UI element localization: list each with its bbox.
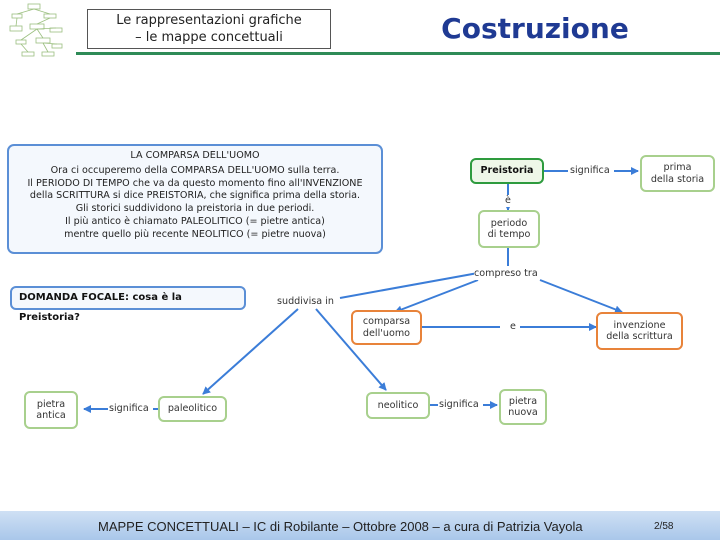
concept-map-thumbnail xyxy=(9,3,63,57)
link-e: è xyxy=(504,195,512,207)
node-periodo-di-tempo[interactable]: periodo di tempo xyxy=(478,210,540,248)
arrow-compreso-comparsa xyxy=(394,279,479,314)
node-pietra-nuova[interactable]: pietra nuova xyxy=(499,389,547,425)
node-preistoria[interactable]: Preistoria xyxy=(470,158,544,184)
arrow-compreso-invenzione xyxy=(539,279,623,314)
node-label: nuova xyxy=(508,407,538,418)
text-line: Il PERIODO DI TEMPO che va da questo mom… xyxy=(27,177,363,189)
node-label: invenzione xyxy=(613,319,666,331)
link-significa: significa xyxy=(109,403,149,415)
source-text-box: LA COMPARSA DELL'UOMO Ora ci occuperemo … xyxy=(7,144,383,254)
link-compreso-tra: compreso tra xyxy=(474,268,538,280)
node-label: periodo xyxy=(490,217,528,229)
subtitle-line-2: – le mappe concettuali xyxy=(135,30,283,45)
header-divider xyxy=(76,52,720,55)
node-invenzione-scrittura[interactable]: invenzione della scrittura xyxy=(596,312,683,350)
focal-question-box: DOMANDA FOCALE: cosa è la Preistoria? xyxy=(10,286,246,323)
node-label: pietra xyxy=(508,395,538,407)
arrow-suddivisa-paleolitico xyxy=(202,308,299,395)
page-number: 2/58 xyxy=(654,521,674,532)
text-line: Gli storici suddividono la preistoria in… xyxy=(75,203,315,215)
footer-text: MAPPE CONCETTUALI – IC di Robilante – Ot… xyxy=(98,519,583,534)
text-line: mentre quello più recente NEOLITICO (= p… xyxy=(64,228,326,240)
node-label: prima xyxy=(663,162,692,173)
text-line: della SCRITTURA si dice PREISTORIA, che … xyxy=(29,190,361,202)
focal-question: cosa è la Preistoria? xyxy=(19,292,182,323)
page-title: Costruzione xyxy=(441,12,629,45)
footer-bar xyxy=(0,511,720,540)
text-heading: LA COMPARSA DELL'UOMO xyxy=(130,150,260,161)
focal-label: DOMANDA FOCALE: xyxy=(19,292,129,303)
node-label: della storia xyxy=(650,173,705,185)
node-prima-della-storia[interactable]: prima della storia xyxy=(640,155,715,192)
node-paleolitico[interactable]: paleolitico xyxy=(158,396,227,422)
node-preistoria-label: Preistoria xyxy=(480,165,534,177)
text-line: Il più antico è chiamato PALEOLITICO (= … xyxy=(65,215,325,227)
link-e: e xyxy=(508,321,518,333)
arrow-suddivisa-neolitico xyxy=(315,308,387,391)
connector-compreso-suddivisa xyxy=(339,272,479,299)
text-line: Ora ci occuperemo della COMPARSA DELL'UO… xyxy=(50,164,340,176)
node-comparsa-uomo[interactable]: comparsa dell'uomo xyxy=(351,310,422,345)
link-significa: significa xyxy=(439,399,479,411)
node-label: neolitico xyxy=(377,399,419,411)
subtitle-box: Le rappresentazioni grafiche – le mappe … xyxy=(87,9,331,49)
node-pietra-antica[interactable]: pietra antica xyxy=(24,391,78,429)
subtitle-line-1: Le rappresentazioni grafiche xyxy=(116,13,302,28)
link-significa: significa xyxy=(570,165,610,177)
node-neolitico[interactable]: neolitico xyxy=(366,392,430,419)
link-suddivisa-in: suddivisa in xyxy=(277,296,334,308)
node-label: paleolitico xyxy=(167,403,218,415)
node-label: della scrittura xyxy=(606,331,673,342)
node-label: pietra xyxy=(36,398,66,410)
node-label: antica xyxy=(36,410,66,421)
node-label: di tempo xyxy=(487,229,531,240)
node-label: comparsa xyxy=(362,316,411,327)
node-label: dell'uomo xyxy=(362,327,411,339)
